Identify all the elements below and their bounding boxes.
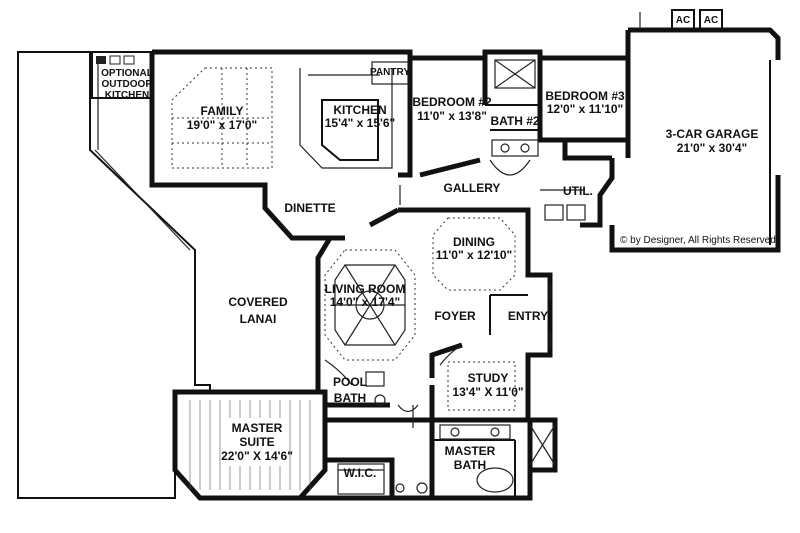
foyer-label: FOYER	[434, 309, 476, 323]
copyright-label: © by Designer, All Rights Reserved	[620, 235, 776, 246]
center-walls	[315, 207, 553, 423]
master-bath-label-2: BATH	[454, 458, 486, 472]
bedroom2-bath2	[485, 59, 540, 176]
garage-label: 3-CAR GARAGE	[666, 127, 759, 141]
living-label: LIVING ROOM	[325, 282, 406, 296]
living-ceiling	[324, 249, 416, 361]
exterior-walls	[149, 49, 631, 241]
kitchen-fixtures	[299, 61, 409, 169]
ac-left-label: AC	[676, 15, 690, 26]
outdoor-kitchen-label-3: KITCHEN	[105, 90, 149, 101]
family-ceiling	[171, 67, 273, 169]
master-suite-dims: 22'0" X 14'6"	[221, 449, 293, 463]
doors	[397, 185, 551, 428]
pool-bath-fixtures	[324, 359, 386, 406]
entry-label: ENTRY	[508, 309, 548, 323]
master-bath-fixtures	[395, 424, 556, 494]
garage-dims: 21'0" x 30'4"	[677, 141, 747, 155]
room-labels: OPTIONAL OUTDOOR KITCHEN FAMILY 19'0" x …	[101, 15, 776, 480]
master-hatch	[189, 400, 311, 490]
dinette-label: DINETTE	[284, 201, 335, 215]
living-dims: 14'0" x 17'4"	[330, 295, 400, 309]
bedroom3-dims: 12'0" x 11'10"	[547, 102, 623, 116]
wic-label: W.I.C.	[344, 466, 377, 480]
poolbath-label-2: BATH	[334, 391, 366, 405]
study-bath-walls	[429, 420, 516, 498]
gallery-label: GALLERY	[444, 181, 501, 195]
lanai-label-1: COVERED	[228, 295, 288, 309]
garage-walls	[609, 9, 781, 253]
study-dims: 13'4" X 11'0"	[452, 385, 523, 399]
study-ceiling	[447, 361, 516, 411]
util-fixtures	[540, 189, 586, 221]
pantry-label: PANTRY	[370, 67, 410, 78]
master-suite-label-1: MASTER	[232, 421, 283, 435]
bedroom3-label: BEDROOM #3	[545, 89, 625, 103]
family-dims: 19'0" x 17'0"	[187, 118, 257, 132]
ac-right-label: AC	[704, 15, 718, 26]
bedroom2-dims: 11'0" x 13'8"	[417, 109, 487, 123]
lanai-outline	[17, 51, 211, 499]
dining-ceiling	[432, 217, 516, 291]
wic-fixtures	[337, 463, 385, 495]
bedroom2-label: BEDROOM #2	[412, 95, 492, 109]
kitchen-dims: 15'4" x 15'6"	[325, 116, 395, 130]
dining-label: DINING	[453, 235, 495, 249]
study-label: STUDY	[468, 371, 509, 385]
master-bath-label-1: MASTER	[445, 444, 496, 458]
lanai-label-2: LANAI	[240, 312, 277, 326]
kitchen-label: KITCHEN	[333, 103, 386, 117]
dining-dims: 11'0" x 12'10"	[436, 248, 512, 262]
util-label: UTIL.	[563, 184, 593, 198]
master-suite-walls	[172, 360, 558, 501]
bath2-label: BATH #2	[490, 114, 539, 128]
poolbath-label-1: POOL	[333, 375, 367, 389]
outdoor-kitchen-label-1: OPTIONAL	[101, 68, 153, 79]
family-label: FAMILY	[201, 104, 244, 118]
outdoor-kitchen-label-2: OUTDOOR	[101, 79, 153, 90]
master-suite-label-2: SUITE	[239, 435, 274, 449]
